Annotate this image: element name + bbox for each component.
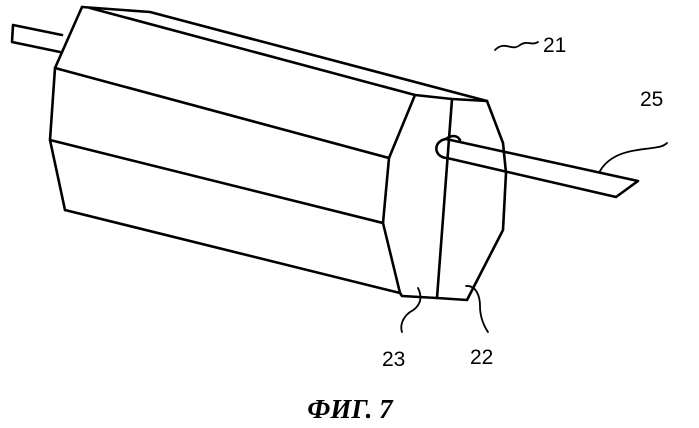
end-face <box>383 95 506 300</box>
label-22: 22 <box>470 346 493 369</box>
right-rod <box>436 136 638 197</box>
leader-lines <box>401 42 667 332</box>
left-rod <box>12 25 62 52</box>
label-21: 21 <box>543 34 566 57</box>
label-23: 23 <box>382 348 405 371</box>
prism-body <box>50 7 487 293</box>
figure-caption: ФИГ. 7 <box>307 394 394 424</box>
label-25: 25 <box>640 88 663 111</box>
